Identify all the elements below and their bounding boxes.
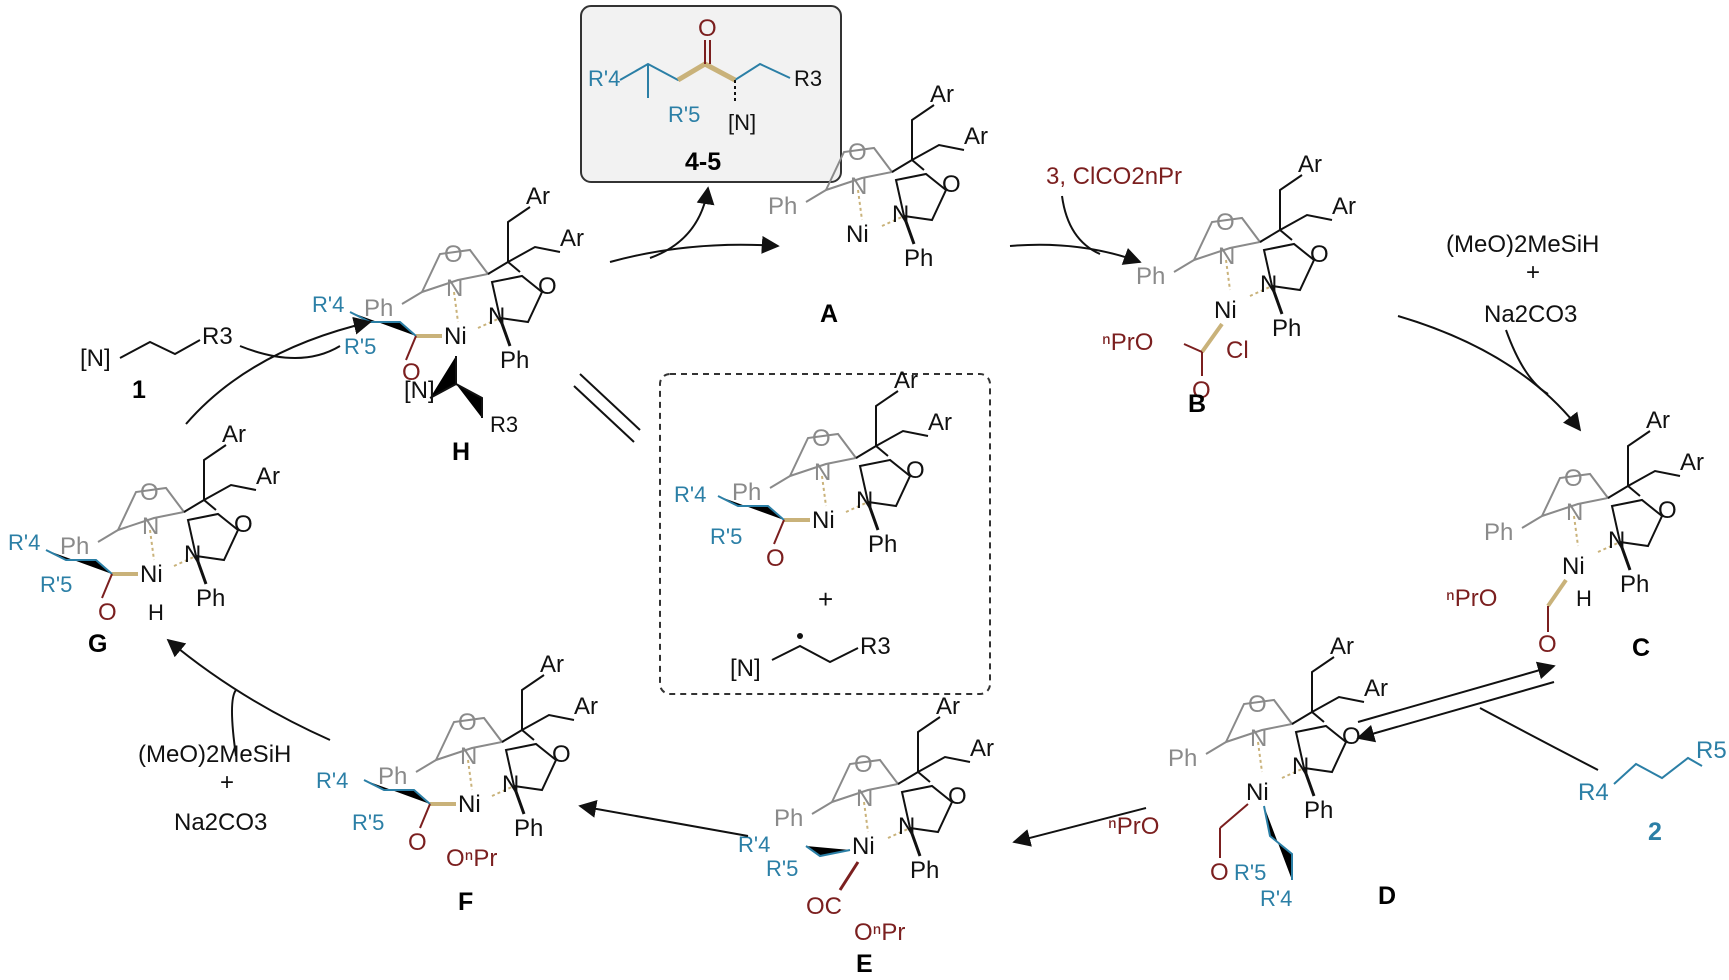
svg-text:R'4: R'4 (8, 530, 40, 555)
reagent-fg-silane: (MeO)2MeSiH (138, 741, 291, 768)
label-G: G (88, 630, 107, 658)
alkene-r5: R5 (1696, 737, 1727, 764)
intermediate-A: Ni (766, 79, 990, 274)
label-A: A (820, 300, 838, 328)
intermediate-G: Ni R'4 R'5 O H (8, 419, 282, 626)
intermediate-F: Ni R'4 R'5 O OⁿPr (316, 649, 600, 872)
svg-text:Ni: Ni (1562, 553, 1585, 580)
svg-text:[N]: [N] (404, 377, 435, 404)
svg-text:R'5: R'5 (352, 810, 384, 835)
svg-text:Ni: Ni (444, 323, 467, 350)
product-r5: R'5 (668, 102, 700, 127)
product-label: 4-5 (685, 148, 721, 176)
intermediate-B: Ni ⁿPrO O Cl (1102, 149, 1358, 404)
label-C: C (1632, 634, 1650, 662)
center-box: Ni R'4 R'5 O + [N] R3 (659, 365, 991, 695)
svg-text:O: O (1538, 631, 1557, 658)
svg-text:O: O (1210, 859, 1229, 886)
product-r4: R'4 (588, 66, 620, 91)
svg-text:Ni: Ni (1246, 779, 1269, 806)
svg-text:Ni: Ni (846, 221, 869, 248)
enamide-label: 1 (132, 376, 146, 404)
svg-text:Ni: Ni (852, 833, 875, 860)
alkene-label: 2 (1648, 818, 1662, 846)
svg-text:O: O (766, 545, 785, 572)
center-plus: + (818, 584, 833, 614)
svg-text:O: O (402, 359, 421, 386)
intermediate-H: Ni R'4 R'5 O [N] R3 (312, 181, 586, 437)
intermediate-E: Ni R'4 R'5 OC OⁿPr (738, 691, 996, 946)
label-F: F (458, 888, 473, 916)
reagent-bc-silane: (MeO)2MeSiH (1446, 231, 1599, 258)
alkene-2: R4 R5 2 (1578, 737, 1727, 846)
enamide-1: [N] R3 1 (80, 323, 233, 404)
label-E: E (856, 950, 873, 978)
svg-text:ⁿPrO: ⁿPrO (1446, 585, 1497, 612)
svg-text:OⁿPr: OⁿPr (446, 845, 497, 872)
svg-text:R'4: R'4 (312, 292, 344, 317)
svg-text:O: O (98, 599, 117, 626)
svg-text:ⁿPrO: ⁿPrO (1102, 329, 1153, 356)
svg-text:R'4: R'4 (316, 768, 348, 793)
product-n: [N] (728, 110, 756, 135)
enamide-r3: R3 (202, 323, 233, 350)
svg-text:Ni: Ni (812, 507, 835, 534)
svg-text:R'5: R'5 (1234, 860, 1266, 885)
label-D: D (1378, 882, 1396, 910)
reagent-fg-plus: + (220, 769, 234, 796)
alkene-r4: R4 (1578, 779, 1609, 806)
svg-text:R'5: R'5 (766, 856, 798, 881)
enamide-n: [N] (80, 345, 111, 372)
intermediate-C: Ni ⁿPrO O H (1446, 405, 1706, 658)
svg-text:R3: R3 (490, 412, 518, 437)
center-radical-r3: R3 (860, 633, 891, 660)
svg-text:Ni: Ni (1214, 297, 1237, 324)
svg-text:R'5: R'5 (40, 572, 72, 597)
svg-text:R'4: R'4 (674, 482, 706, 507)
center-radical-n: [N] (730, 655, 761, 682)
svg-text:Cl: Cl (1226, 337, 1249, 364)
svg-text:R'5: R'5 (710, 524, 742, 549)
product-o: O (698, 15, 717, 42)
svg-text:Ni: Ni (458, 791, 481, 818)
svg-text:O: O (1192, 377, 1211, 404)
cycle-arrows (166, 186, 1599, 847)
product-r3: R3 (794, 66, 822, 91)
reagent-ab: 3, ClCO2nPr (1046, 163, 1182, 190)
reagent-fg-base: Na2CO3 (174, 809, 267, 836)
svg-text:R'4: R'4 (1260, 886, 1292, 911)
label-B: B (1188, 390, 1206, 418)
svg-text:O: O (408, 829, 427, 856)
svg-text:Ni: Ni (140, 561, 163, 588)
reagent-bc-plus: + (1526, 259, 1540, 286)
label-H: H (452, 438, 470, 466)
product-box: O R'4 R'5 [N] R3 4-5 (580, 5, 842, 183)
svg-text:H: H (1576, 586, 1592, 611)
svg-text:H: H (148, 600, 164, 625)
svg-text:ⁿPrO: ⁿPrO (1108, 813, 1159, 840)
svg-text:R'5: R'5 (344, 334, 376, 359)
svg-text:OC: OC (806, 893, 842, 920)
reagent-bc-base: Na2CO3 (1484, 301, 1577, 328)
intermediate-D: Ni ⁿPrO O R'5 R'4 (1108, 631, 1390, 911)
svg-text:OⁿPr: OⁿPr (854, 919, 905, 946)
